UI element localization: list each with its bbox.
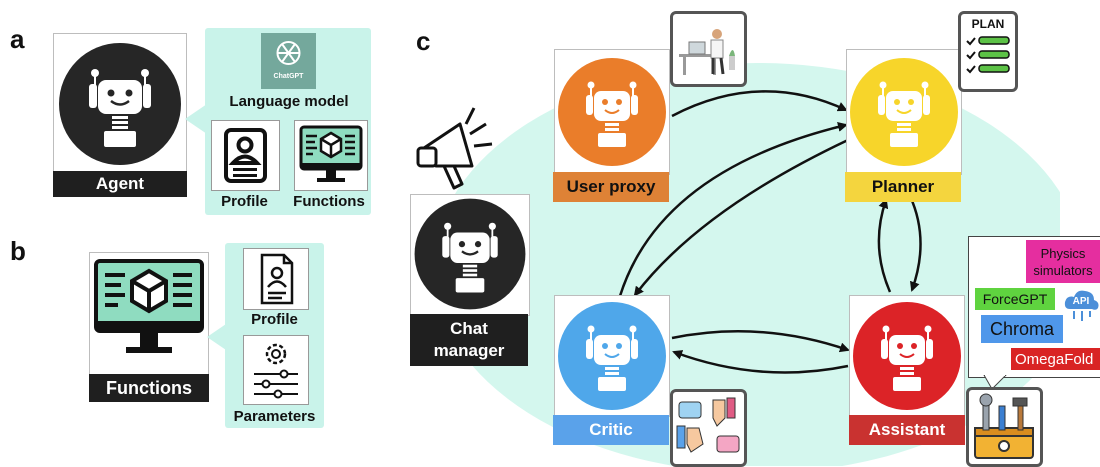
parameters-label: Parameters — [233, 408, 316, 425]
planner-card — [846, 49, 962, 175]
panel-label-b: b — [10, 236, 26, 266]
agent-card — [53, 33, 187, 197]
openai-knot-icon — [276, 41, 301, 65]
api-label: API — [1072, 296, 1090, 307]
profile-document-icon — [224, 128, 267, 183]
profile-file-icon — [260, 253, 294, 305]
monitor-cube-icon — [299, 125, 363, 182]
arrow-assistant-critic — [672, 350, 849, 374]
planner-label: Planner — [845, 172, 961, 202]
language-model-label: Language model — [229, 93, 349, 110]
chat-manager-line-2: manager — [433, 341, 505, 360]
monitor-cube-icon-large — [94, 259, 204, 353]
forcegpt-tag: ForceGPT — [975, 288, 1055, 310]
chroma-tag: Chroma — [981, 315, 1063, 343]
parameters-card — [243, 335, 309, 405]
api-cloud-icon — [1064, 290, 1099, 321]
robot-avatar-red — [853, 302, 961, 410]
functions-label-b: Functions — [89, 374, 209, 402]
user-proxy-label: User proxy — [553, 172, 669, 202]
chatgpt-logo-text: ChatGPT — [273, 73, 304, 80]
toolbox-icon — [974, 393, 1034, 459]
arrow-userproxy-planner — [671, 90, 848, 118]
functions-card-b — [89, 252, 209, 378]
robot-avatar-orange — [558, 58, 666, 166]
toolbox-illustration — [966, 387, 1043, 467]
checklist-icon — [966, 36, 1010, 74]
feedback-illustration — [670, 389, 747, 467]
physics-simulators-tag: Physics simulators — [1026, 240, 1100, 283]
profile-label-a: Profile — [221, 193, 268, 210]
arrow-planner-assistant — [908, 195, 922, 292]
physics-line-1: Physics — [1040, 245, 1086, 261]
chatgpt-logo: ChatGPT — [261, 33, 316, 89]
chat-manager-card — [410, 194, 530, 316]
arrow-critic-planner — [618, 122, 848, 297]
user-proxy-card — [554, 49, 670, 175]
megaphone-icon — [416, 107, 493, 190]
callout-pointer-b — [207, 322, 229, 352]
profile-label-b: Profile — [251, 311, 298, 328]
plan-title: PLAN — [971, 17, 1005, 31]
functions-card-a — [294, 120, 368, 191]
panel-label-c: c — [416, 26, 431, 56]
arrow-assistant-planner — [877, 198, 892, 293]
agent-label: Agent — [53, 171, 187, 197]
physics-line-2: simulators — [1033, 262, 1093, 278]
chat-manager-label: Chat manager — [410, 314, 528, 366]
assistant-card — [849, 295, 965, 417]
robot-avatar-black — [59, 43, 181, 165]
callout-pointer — [185, 104, 207, 134]
assistant-label: Assistant — [849, 415, 965, 445]
robot-avatar-blue — [558, 302, 666, 410]
robot-avatar-yellow — [850, 58, 958, 166]
arrow-critic-assistant — [671, 330, 850, 353]
arrow-planner-critic — [633, 138, 849, 297]
person-at-desk-icon — [679, 29, 735, 75]
robot-avatar-black-c — [414, 198, 526, 310]
critic-card — [554, 295, 670, 417]
functions-label-a: Functions — [293, 193, 365, 210]
plan-checklist: PLAN — [958, 11, 1018, 92]
critic-label: Critic — [553, 415, 669, 445]
omegafold-tag: OmegaFold — [1011, 348, 1100, 370]
thumbs-feedback-icon — [676, 397, 740, 453]
panel-label-a: a — [10, 24, 25, 54]
profile-card-a — [211, 120, 280, 191]
profile-card-b — [243, 248, 309, 310]
chat-manager-line-1: Chat — [450, 319, 488, 338]
user-proxy-illustration — [670, 11, 747, 87]
tools-bubble-tail — [983, 375, 1007, 390]
gear-sliders-icon — [254, 343, 298, 399]
